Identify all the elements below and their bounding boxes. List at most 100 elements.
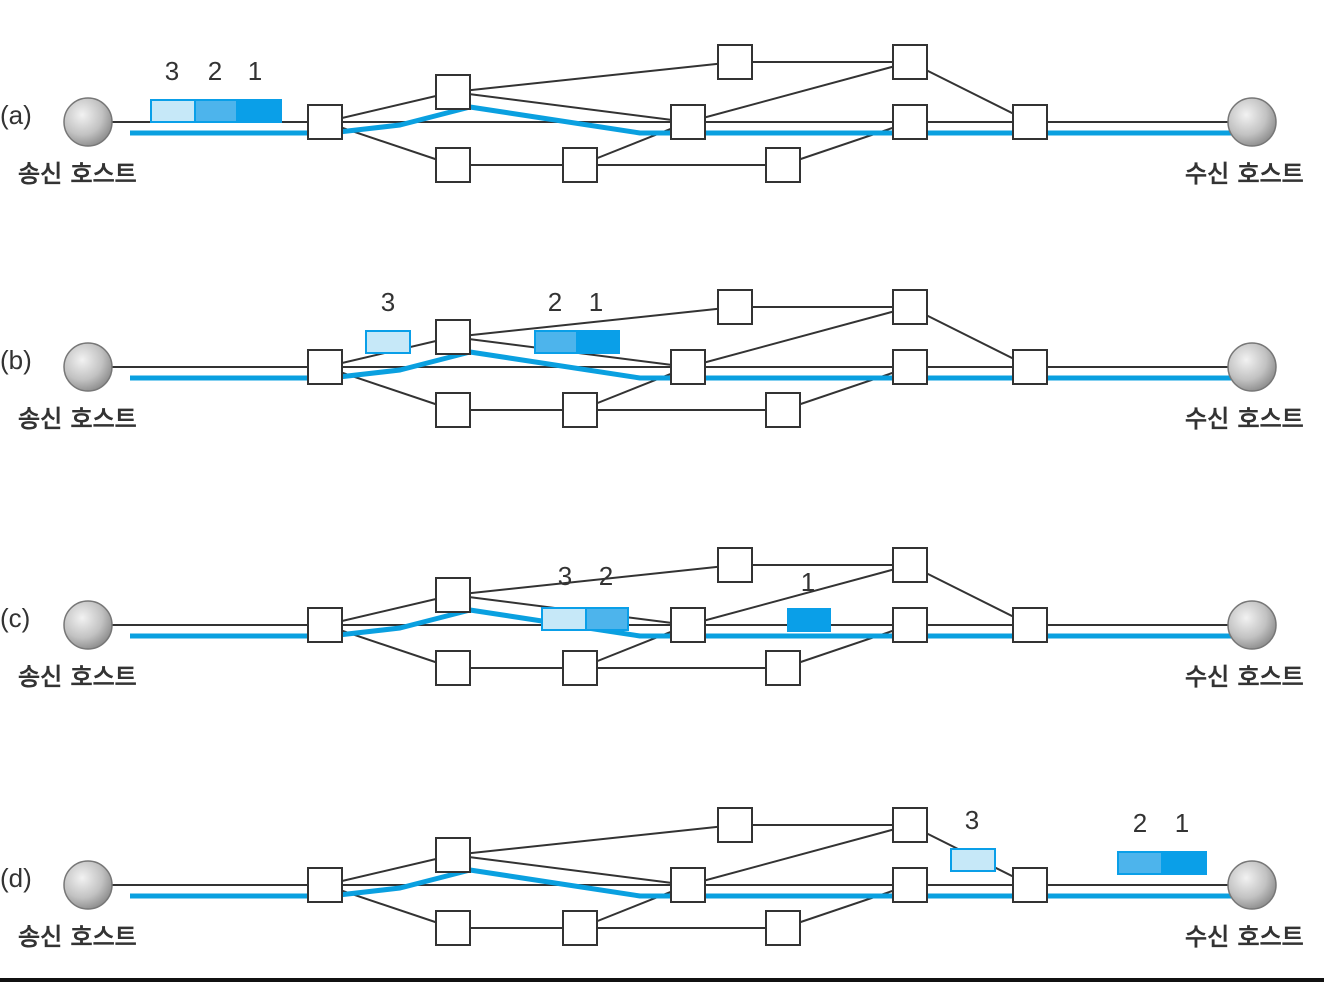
router-node: [892, 807, 928, 843]
panel-label: (c): [0, 603, 30, 633]
router-node: [717, 807, 753, 843]
router-node: [435, 74, 471, 110]
packet-number-label: 3: [558, 561, 572, 591]
receiver-host-icon: [1227, 342, 1277, 392]
packet-route: [130, 349, 1232, 381]
router-node: [717, 289, 753, 325]
router-node: [892, 547, 928, 583]
router-node: [892, 349, 928, 385]
receiver-host-icon: [1227, 97, 1277, 147]
receiver-host-label: 수신 호스트: [1185, 663, 1304, 691]
router-node: [435, 392, 471, 428]
packet-number-label: 2: [1133, 808, 1147, 838]
router-node: [892, 607, 928, 643]
packet-route: [130, 867, 1232, 899]
link-i-h: [782, 624, 911, 669]
bottom-divider: [0, 978, 1324, 982]
packet-number-label: 2: [599, 561, 613, 591]
router-node: [307, 867, 343, 903]
link-a-b: [324, 594, 454, 626]
router-node: [1012, 867, 1048, 903]
router-node: [765, 910, 801, 946]
sender-host-label: 송신 호스트: [18, 923, 137, 951]
router-node: [765, 147, 801, 183]
packet-number-label: 1: [248, 56, 262, 86]
packet-3: [365, 330, 411, 354]
router-node: [1012, 104, 1048, 140]
receiver-host-label: 수신 호스트: [1185, 923, 1304, 951]
link-b-f: [452, 306, 736, 338]
link-e-g: [687, 824, 911, 886]
packet-number-label: 3: [165, 56, 179, 86]
receiver-host-label: 수신 호스트: [1185, 160, 1304, 188]
router-node: [307, 104, 343, 140]
link-e-g: [687, 564, 911, 626]
router-node: [307, 349, 343, 385]
link-g-j: [909, 61, 1031, 123]
packet-route: [130, 104, 1232, 136]
router-node: [562, 910, 598, 946]
link-a-b: [324, 91, 454, 123]
sender-host-label: 송신 호스트: [18, 405, 137, 433]
packet-3: [950, 848, 996, 872]
router-node: [307, 607, 343, 643]
packet-2: [194, 99, 238, 123]
router-node: [670, 349, 706, 385]
sender-host-label: 송신 호스트: [18, 160, 137, 188]
sender-host-label: 송신 호스트: [18, 663, 137, 691]
sender-host-icon: [63, 342, 113, 392]
router-node: [435, 910, 471, 946]
packet-number-label: 3: [965, 805, 979, 835]
router-node: [1012, 349, 1048, 385]
packet-2: [534, 330, 578, 354]
router-node: [892, 867, 928, 903]
link-e-g: [687, 61, 911, 123]
link-b-f: [452, 824, 736, 856]
link-i-h: [782, 884, 911, 929]
sender-host-icon: [63, 600, 113, 650]
sender-host-icon: [63, 97, 113, 147]
link-g-j: [909, 564, 1031, 626]
router-node: [562, 147, 598, 183]
router-node: [435, 577, 471, 613]
link-e-g: [687, 306, 911, 368]
router-node: [765, 650, 801, 686]
packet-1: [1161, 851, 1207, 875]
packet-1: [787, 608, 831, 632]
router-node: [892, 104, 928, 140]
panel-a: (a) 송신 호스트 수신 호스트 123: [0, 44, 1304, 188]
router-node: [435, 147, 471, 183]
router-node: [1012, 607, 1048, 643]
packet-number-label: 2: [208, 56, 222, 86]
link-b-e: [452, 854, 689, 886]
link-g-j: [909, 306, 1031, 368]
packet-3: [541, 607, 587, 631]
link-i-h: [782, 121, 911, 166]
packet-1: [576, 330, 620, 354]
packet-number-label: 1: [1175, 808, 1189, 838]
packet-number-label: 1: [589, 287, 603, 317]
packet-3: [150, 99, 196, 123]
packet-route: [130, 607, 1232, 639]
panel-label: (d): [0, 863, 32, 893]
link-b-f: [452, 61, 736, 93]
sender-host-icon: [63, 860, 113, 910]
router-node: [717, 44, 753, 80]
link-i-h: [782, 366, 911, 411]
packet-2: [585, 607, 629, 631]
receiver-host-label: 수신 호스트: [1185, 405, 1304, 433]
packet-1: [236, 99, 282, 123]
router-node: [717, 547, 753, 583]
packet-number-label: 1: [801, 567, 815, 597]
panel-label: (a): [0, 100, 32, 130]
router-node: [435, 837, 471, 873]
router-node: [670, 607, 706, 643]
router-node: [892, 44, 928, 80]
router-node: [435, 650, 471, 686]
router-node: [670, 867, 706, 903]
link-b-f: [452, 564, 736, 596]
